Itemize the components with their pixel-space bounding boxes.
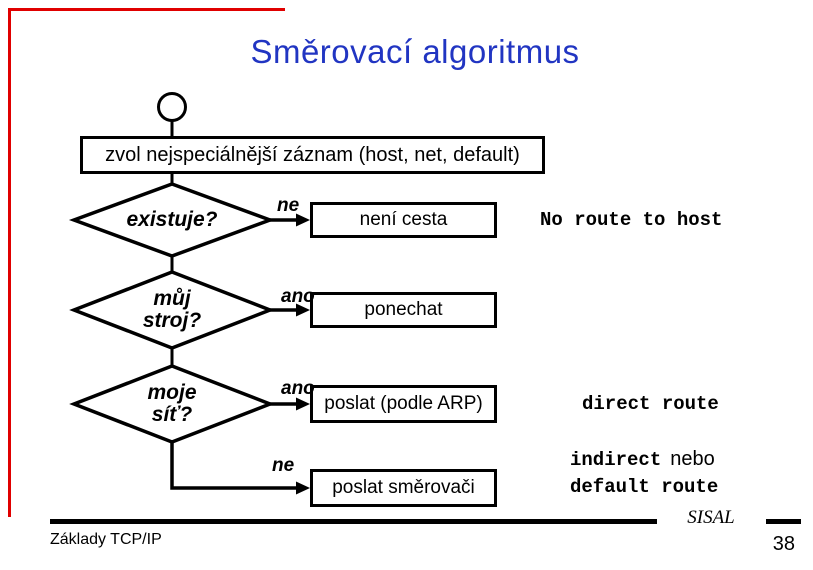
page-number: 38	[772, 533, 795, 555]
decision1-question: existuje?	[126, 207, 218, 231]
start-process-box: zvol nejspeciálnější záznam (host, net, …	[80, 136, 545, 174]
result-box-neni-cesta: není cesta	[310, 202, 497, 238]
branch-label-ne-2: ne	[272, 455, 295, 476]
branch-label-ano-2: ano	[281, 378, 315, 399]
result-box-ponechat: ponechat	[310, 292, 497, 328]
annotation-indirect-nebo: indirect nebo	[570, 448, 715, 471]
footer-rule-left	[50, 519, 657, 524]
decision2-question: můj stroj?	[142, 286, 202, 332]
arrowhead-decision1-icon	[296, 213, 310, 227]
annotation-indirect: indirect	[570, 449, 662, 471]
result-label: ponechat	[364, 299, 443, 320]
result-label: není cesta	[359, 209, 448, 230]
arrowhead-elbow-icon	[296, 481, 310, 495]
top-border-line	[8, 8, 285, 11]
connector-decision3-ne-elbow	[170, 442, 299, 490]
result-box-poslat-smerovaci: poslat směrovači	[310, 469, 497, 507]
page-title: Směrovací algoritmus	[250, 33, 580, 70]
footer-rule-right	[766, 519, 801, 524]
arrowhead-decision2-icon	[296, 303, 310, 317]
result-box-poslat-arp: poslat (podle ARP)	[310, 385, 497, 423]
arrowhead-decision3-icon	[296, 397, 310, 411]
annotation-nebo: nebo	[670, 448, 715, 470]
branch-label-ne-1: ne	[277, 195, 300, 216]
result-label: poslat směrovači	[332, 477, 475, 498]
footer-brand: SISAL	[687, 507, 735, 528]
branch-label-ano-1: ano	[281, 286, 315, 307]
annotation-no-route-to-host: No route to host	[540, 209, 723, 231]
annotation-direct-route: direct route	[582, 393, 719, 415]
result-label: poslat (podle ARP)	[324, 393, 483, 414]
decision3-question: moje síť?	[147, 380, 197, 426]
start-process-label: zvol nejspeciálnější záznam (host, net, …	[105, 143, 520, 166]
annotation-default-route: default route	[570, 476, 719, 498]
footer-course-title: Základy TCP/IP	[50, 531, 162, 548]
left-border-line	[8, 8, 11, 517]
start-node-circle-icon	[157, 92, 187, 122]
